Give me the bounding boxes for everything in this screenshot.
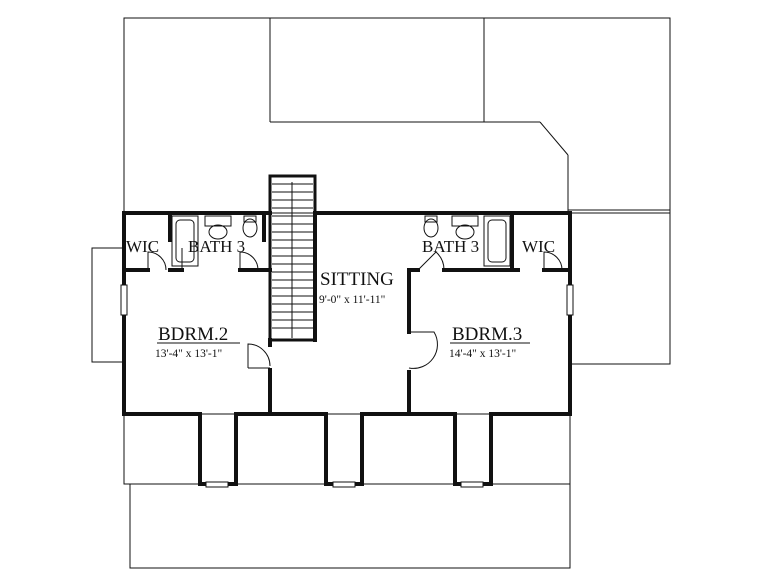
sitting-dimensions: 9'-0" x 11'-11" — [319, 294, 385, 306]
bath-fixtures-left — [171, 215, 258, 267]
door-swings — [147, 248, 563, 369]
bdrm2-label: BDRM.2 — [158, 324, 228, 345]
wic-left-label: WIC — [126, 237, 159, 256]
bdrm3-dimensions: 14'-4" x 13'-1" — [449, 348, 516, 360]
windows — [120, 284, 574, 488]
wic-right-label: WIC — [522, 237, 555, 256]
sitting-label: SITTING — [320, 269, 394, 290]
roof-outline — [91, 17, 671, 569]
bath-left-label: BATH 3 — [188, 237, 245, 256]
bdrm3-label: BDRM.3 — [452, 324, 522, 345]
staircase — [268, 174, 317, 342]
bath-right-label: BATH 3 — [422, 237, 479, 256]
bath-fixtures-right — [423, 215, 511, 267]
bdrm2-dimensions: 13'-4" x 13'-1" — [155, 348, 222, 360]
